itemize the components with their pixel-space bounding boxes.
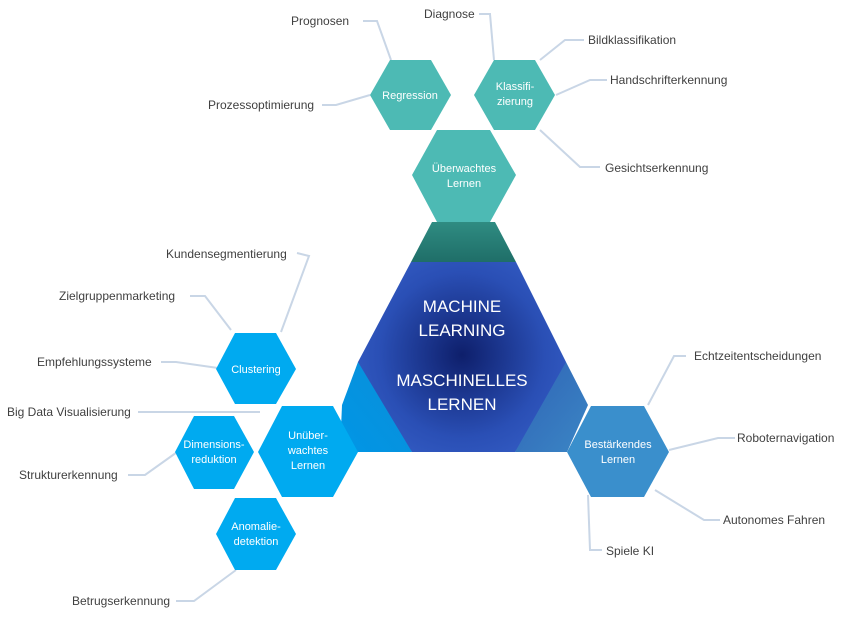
center-title-3: MASCHINELLES xyxy=(396,371,527,390)
hex-bestaerkendes-label-2: Lernen xyxy=(601,454,635,466)
hex-klassifizierung-label-1: Klassifi- xyxy=(496,81,535,93)
leader-empfehlungssysteme xyxy=(161,361,219,369)
leader-prognosen xyxy=(363,20,392,61)
leader-lines xyxy=(128,13,735,602)
hex-unueberwachtes-label-3: Lernen xyxy=(291,460,325,472)
leader-strukturerkennung xyxy=(128,449,181,476)
hex-anomalie-label-1: Anomalie- xyxy=(231,521,281,533)
center-title-2: LEARNING xyxy=(419,321,506,340)
leader-auto xyxy=(654,489,720,521)
label-auto: Autonomes Fahren xyxy=(723,513,825,527)
leader-bildklassifikation xyxy=(539,39,584,61)
label-betrugserkennung: Betrugserkennung xyxy=(72,594,170,608)
connector-left xyxy=(340,362,412,452)
center-title-4: LERNEN xyxy=(428,395,497,414)
connector-right xyxy=(515,362,588,452)
leader-echtzeit xyxy=(647,355,686,406)
hex-klassifizierung[interactable]: Klassifi- zierung xyxy=(474,60,555,130)
hex-bestaerkendes-label-1: Bestärkendes xyxy=(584,439,652,451)
center-title-1: MACHINE xyxy=(423,297,501,316)
leader-robot xyxy=(668,437,735,451)
label-prognosen: Prognosen xyxy=(291,14,349,28)
hex-ueberwachtes-lernen[interactable]: Überwachtes Lernen xyxy=(412,130,516,222)
application-labels: Prognosen Prozessoptimierung Diagnose Bi… xyxy=(7,7,834,608)
hex-bestaerkendes-lernen[interactable]: Bestärkendes Lernen xyxy=(567,406,669,497)
hex-unueberwachtes-lernen[interactable]: Unüber- wachtes Lernen xyxy=(258,406,358,497)
hex-klassifizierung-label-2: zierung xyxy=(497,96,533,108)
hex-anomalie-label-2: detektion xyxy=(234,536,279,548)
center-triangle[interactable] xyxy=(358,262,566,452)
leader-kundensegmentierung xyxy=(280,252,311,333)
leader-handschrifterkennung xyxy=(555,79,607,96)
connector-top xyxy=(411,222,516,262)
hex-ueberwachtes-label-2: Lernen xyxy=(447,178,481,190)
leader-gesichtserkennung xyxy=(539,129,600,168)
hex-dimensions-label-2: reduktion xyxy=(191,454,236,466)
leader-spiele xyxy=(587,494,602,551)
label-bildklassifikation: Bildklassifikation xyxy=(588,33,676,47)
hex-unueberwachtes-label-2: wachtes xyxy=(287,445,329,457)
hex-clustering-label: Clustering xyxy=(231,364,281,376)
label-spiele: Spiele KI xyxy=(606,544,654,558)
label-robot: Roboternavigation xyxy=(737,431,834,445)
label-empfehlungssysteme: Empfehlungssysteme xyxy=(37,355,152,369)
hex-anomaliedetektion[interactable]: Anomalie- detektion xyxy=(216,498,296,570)
label-zielgruppenmarketing: Zielgruppenmarketing xyxy=(59,289,175,303)
label-gesichtserkennung: Gesichtserkennung xyxy=(605,161,708,175)
label-prozessoptimierung: Prozessoptimierung xyxy=(208,98,314,112)
label-kundensegmentierung: Kundensegmentierung xyxy=(166,247,287,261)
hex-dimensions-label-1: Dimensions- xyxy=(183,439,244,451)
hex-regression[interactable]: Regression xyxy=(370,60,451,130)
label-diagnose: Diagnose xyxy=(424,7,475,21)
label-strukturerkennung: Strukturerkennung xyxy=(19,468,118,482)
hex-regression-label: Regression xyxy=(382,90,438,102)
hex-ueberwachtes-label-1: Überwachtes xyxy=(432,163,497,175)
hex-clustering[interactable]: Clustering xyxy=(216,333,296,404)
label-bigdata: Big Data Visualisierung xyxy=(7,405,131,419)
leader-betrugserkennung xyxy=(176,569,237,602)
hex-dimensionsreduktion[interactable]: Dimensions- reduktion xyxy=(175,416,254,489)
leader-diagnose xyxy=(479,13,495,61)
label-echtzeit: Echtzeitentscheidungen xyxy=(694,349,821,363)
leader-prozessoptimierung xyxy=(322,94,371,106)
leader-zielgruppenmarketing xyxy=(190,295,232,331)
label-handschrifterkennung: Handschrifterkennung xyxy=(610,73,727,87)
hex-unueberwachtes-label-1: Unüber- xyxy=(288,430,328,442)
